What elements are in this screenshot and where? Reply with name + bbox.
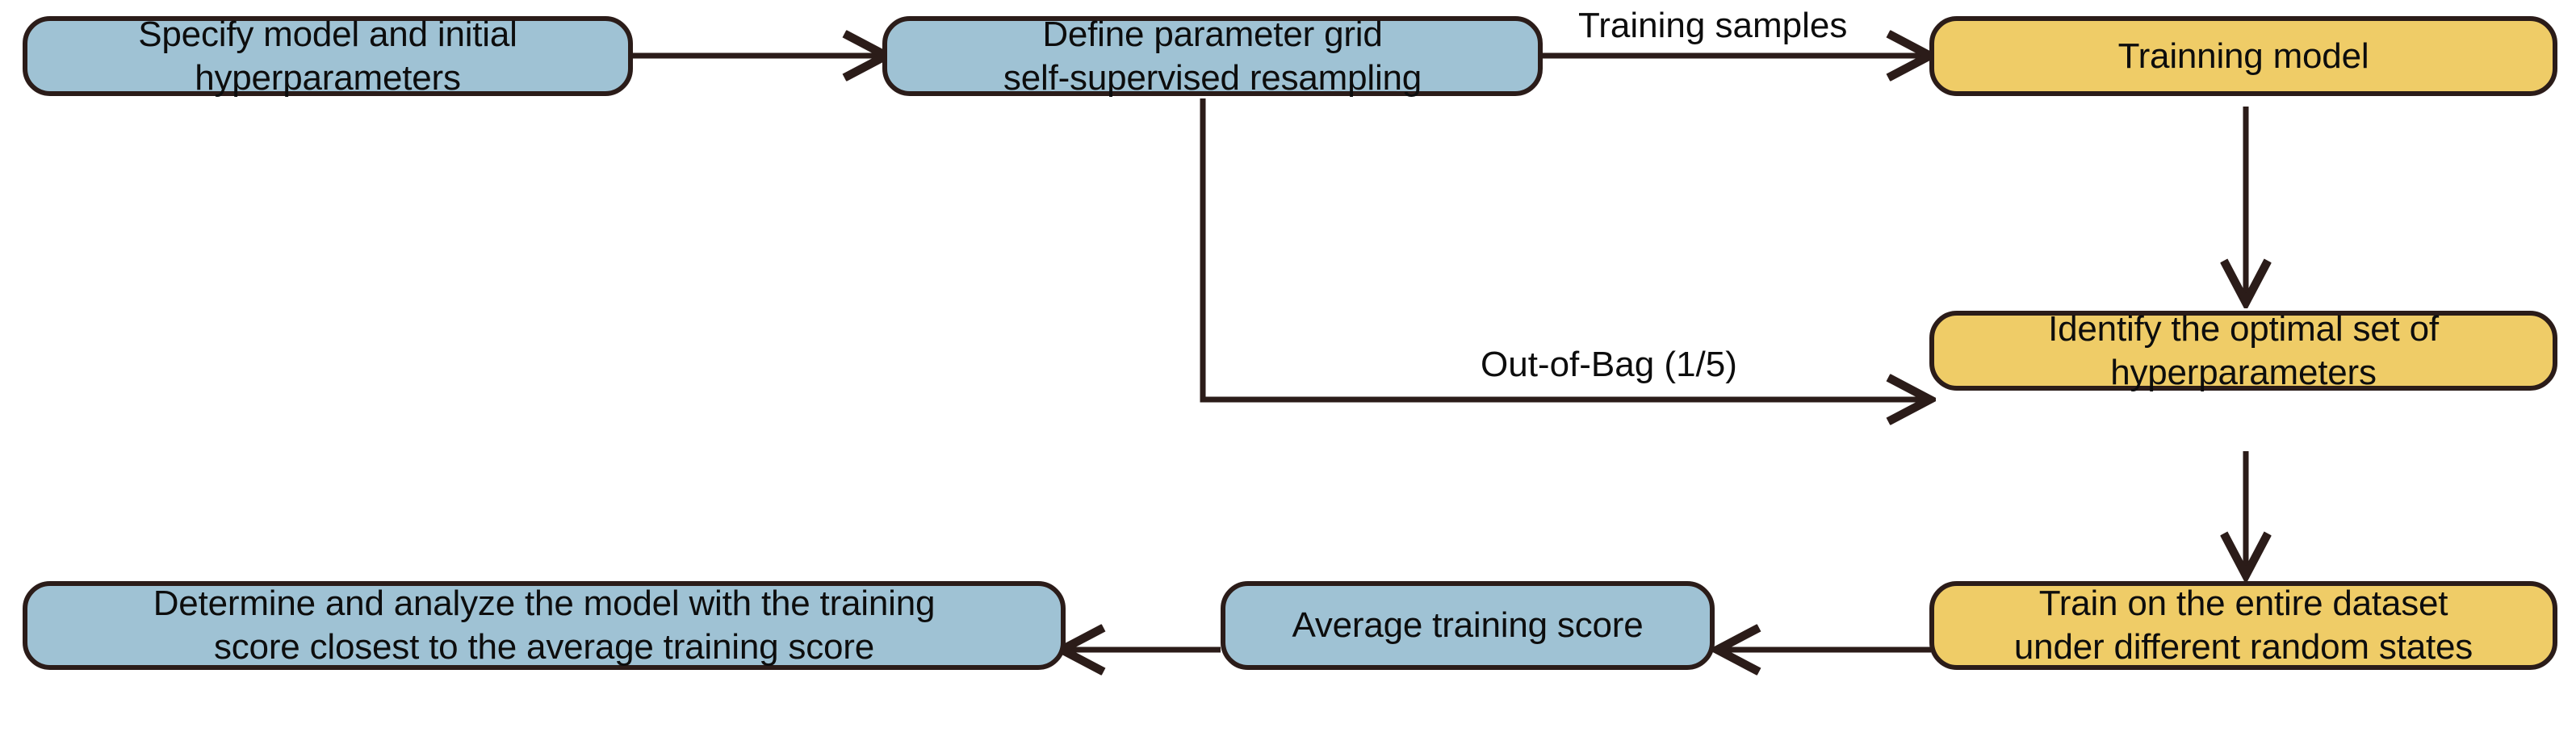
node-train-entire-dataset-label: Train on the entire dataset under differ… <box>2013 584 2473 667</box>
node-identify-optimal[interactable]: Identify the optimal set of hyperparamet… <box>1929 308 2557 392</box>
node-train-entire-dataset[interactable]: Train on the entire dataset under differ… <box>1929 581 2557 670</box>
node-define-grid-label: Define parameter grid self-supervised re… <box>1003 14 1422 98</box>
edge-label-training-samples: Training samples <box>1578 6 1848 45</box>
node-average-score-label: Average training score <box>1292 605 1644 646</box>
node-determine-model-label: Determine and analyze the model with the… <box>153 584 936 667</box>
node-trainning-model-label: Trainning model <box>2117 36 2369 76</box>
node-average-score[interactable]: Average training score <box>1221 581 1715 670</box>
node-identify-optimal-label: Identify the optimal set of hyperparamet… <box>2048 308 2439 392</box>
edge-label-out-of-bag: Out-of-Bag (1/5) <box>1481 345 1737 384</box>
node-determine-model[interactable]: Determine and analyze the model with the… <box>23 581 1066 670</box>
node-define-grid[interactable]: Define parameter grid self-supervised re… <box>882 14 1543 98</box>
node-specify-model[interactable]: Specify model and initial hyperparameter… <box>23 14 633 98</box>
node-trainning-model[interactable]: Trainning model <box>1929 16 2557 96</box>
node-specify-model-label: Specify model and initial hyperparameter… <box>138 14 517 98</box>
